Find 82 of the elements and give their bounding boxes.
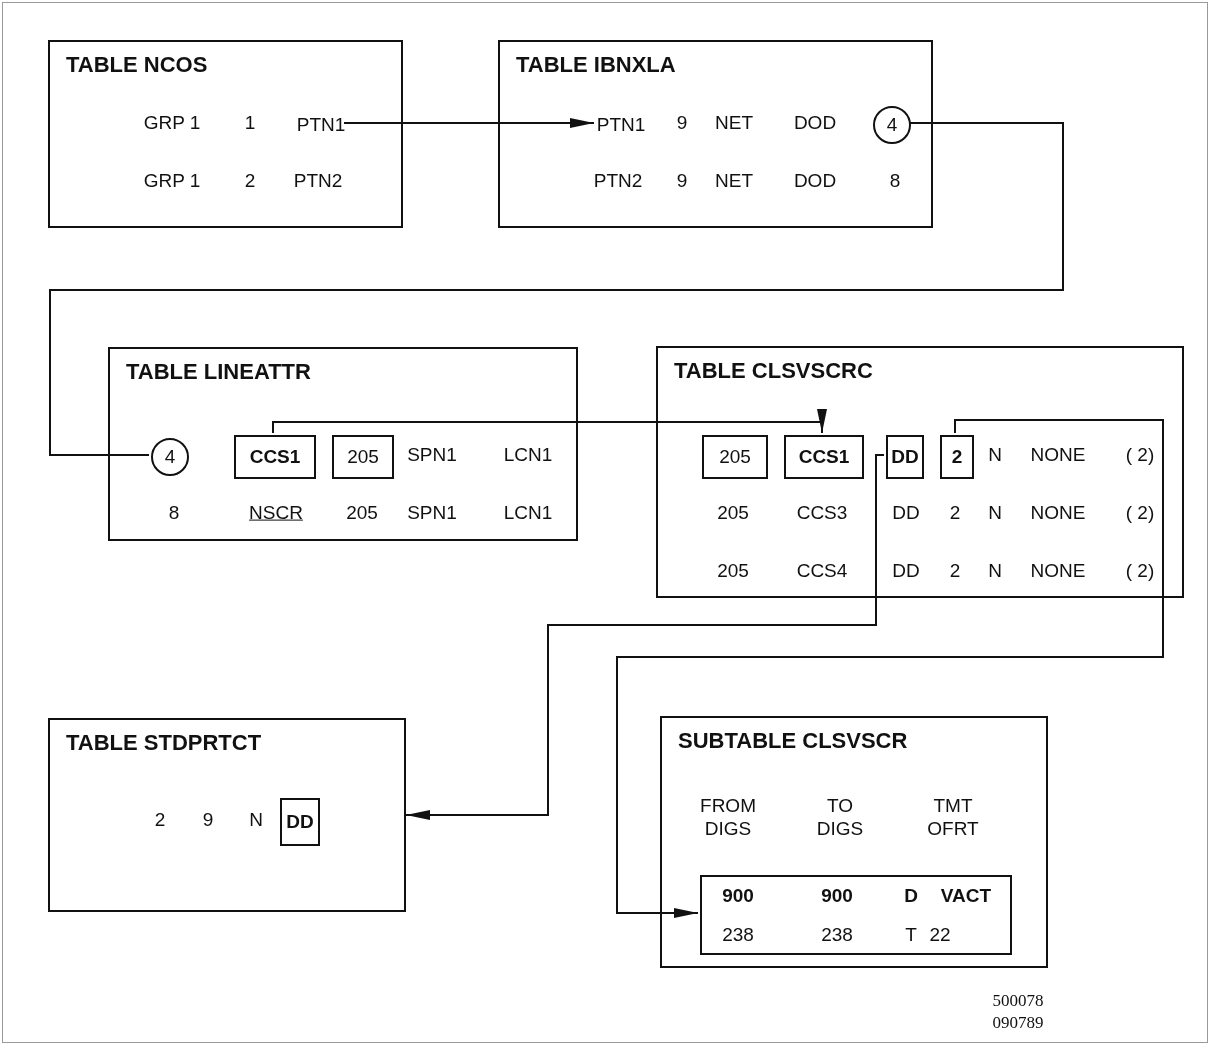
data-row-box — [700, 875, 1012, 955]
table-entry: NET — [715, 111, 753, 135]
table-entry: ( 2) — [1125, 501, 1155, 525]
table-entry: 238 — [722, 923, 754, 947]
table-entry: PTN1 — [296, 113, 346, 137]
boxed-entry: DD — [280, 798, 320, 846]
table-entry: 2 — [949, 501, 961, 525]
table-entry: 8 — [168, 501, 180, 525]
table-entry: 1 — [244, 111, 256, 135]
table-entry: DOD — [793, 111, 837, 135]
table-entry: CCS4 — [796, 559, 848, 583]
table-box — [660, 716, 1048, 968]
table-title: TABLE LINEATTR — [126, 359, 311, 385]
circled-number: 4 — [873, 106, 911, 144]
table-entry: 238 — [821, 923, 853, 947]
table-entry: NONE — [1030, 501, 1086, 525]
table-entry: D — [904, 884, 918, 908]
table-entry: T — [905, 923, 917, 947]
table-box — [48, 40, 403, 228]
column-header: FROM DIGS — [699, 795, 757, 841]
table-entry: NONE — [1030, 443, 1086, 467]
table-title: TABLE NCOS — [66, 52, 208, 78]
table-entry: 900 — [821, 884, 853, 908]
table-entry: 2 — [154, 808, 166, 832]
table-entry: DD — [892, 501, 920, 525]
table-entry: 9 — [676, 169, 688, 193]
table-entry: PTN1 — [596, 113, 646, 137]
boxed-entry: 205 — [702, 435, 768, 479]
table-title: SUBTABLE CLSVSCR — [678, 728, 908, 754]
table-box — [108, 347, 578, 541]
arrow — [616, 419, 1164, 918]
table-entry: PTN2 — [593, 169, 643, 193]
table-entry: GRP 1 — [143, 111, 201, 135]
boxed-entry: CCS1 — [234, 435, 316, 479]
table-entry: ( 2) — [1125, 443, 1155, 467]
table-entry: 205 — [717, 559, 749, 583]
table-box — [498, 40, 933, 228]
boxed-entry: 205 — [332, 435, 394, 479]
table-entry: N — [249, 808, 263, 832]
table-entry: 2 — [949, 559, 961, 583]
table-entry: N — [988, 443, 1002, 467]
table-box — [48, 718, 406, 912]
table-entry: GRP 1 — [143, 169, 201, 193]
table-entry: 205 — [346, 501, 378, 525]
column-header: TMT OFRT — [926, 795, 980, 841]
table-entry: SPN1 — [407, 443, 457, 467]
figure-number: 500078 — [992, 990, 1044, 1012]
boxed-entry: DD — [886, 435, 924, 479]
figure-number: 090789 — [992, 1012, 1044, 1034]
table-entry: 9 — [202, 808, 214, 832]
table-entry: 2 — [244, 169, 256, 193]
table-entry: 8 — [889, 169, 901, 193]
arrow — [343, 118, 595, 128]
table-title: TABLE CLSVSCRC — [674, 358, 873, 384]
boxed-entry: 2 — [940, 435, 974, 479]
table-box — [656, 346, 1184, 598]
table-entry: PTN2 — [293, 169, 343, 193]
table-entry: LCN1 — [503, 501, 553, 525]
table-entry: DD — [892, 559, 920, 583]
table-entry: LCN1 — [503, 443, 553, 467]
circled-number: 4 — [151, 438, 189, 476]
table-entry: DOD — [793, 169, 837, 193]
table-entry: NET — [715, 169, 753, 193]
table-entry: SPN1 — [407, 501, 457, 525]
table-entry: VACT — [940, 884, 992, 908]
table-entry: N — [988, 501, 1002, 525]
table-entry: 9 — [676, 111, 688, 135]
connector-line — [49, 122, 1064, 456]
arrow — [405, 454, 885, 820]
table-entry: CCS3 — [796, 501, 848, 525]
table-entry: 22 — [929, 923, 951, 947]
table-entry: ( 2) — [1125, 559, 1155, 583]
table-entry: 900 — [722, 884, 754, 908]
boxed-entry: CCS1 — [784, 435, 864, 479]
table-title: TABLE STDPRTCT — [66, 730, 262, 756]
table-entry: NSCR — [249, 501, 303, 525]
table-title: TABLE IBNXLA — [516, 52, 676, 78]
table-entry: 205 — [717, 501, 749, 525]
column-header: TO DIGS — [815, 795, 865, 841]
arrow — [272, 409, 827, 434]
table-entry: N — [988, 559, 1002, 583]
table-entry: NONE — [1030, 559, 1086, 583]
